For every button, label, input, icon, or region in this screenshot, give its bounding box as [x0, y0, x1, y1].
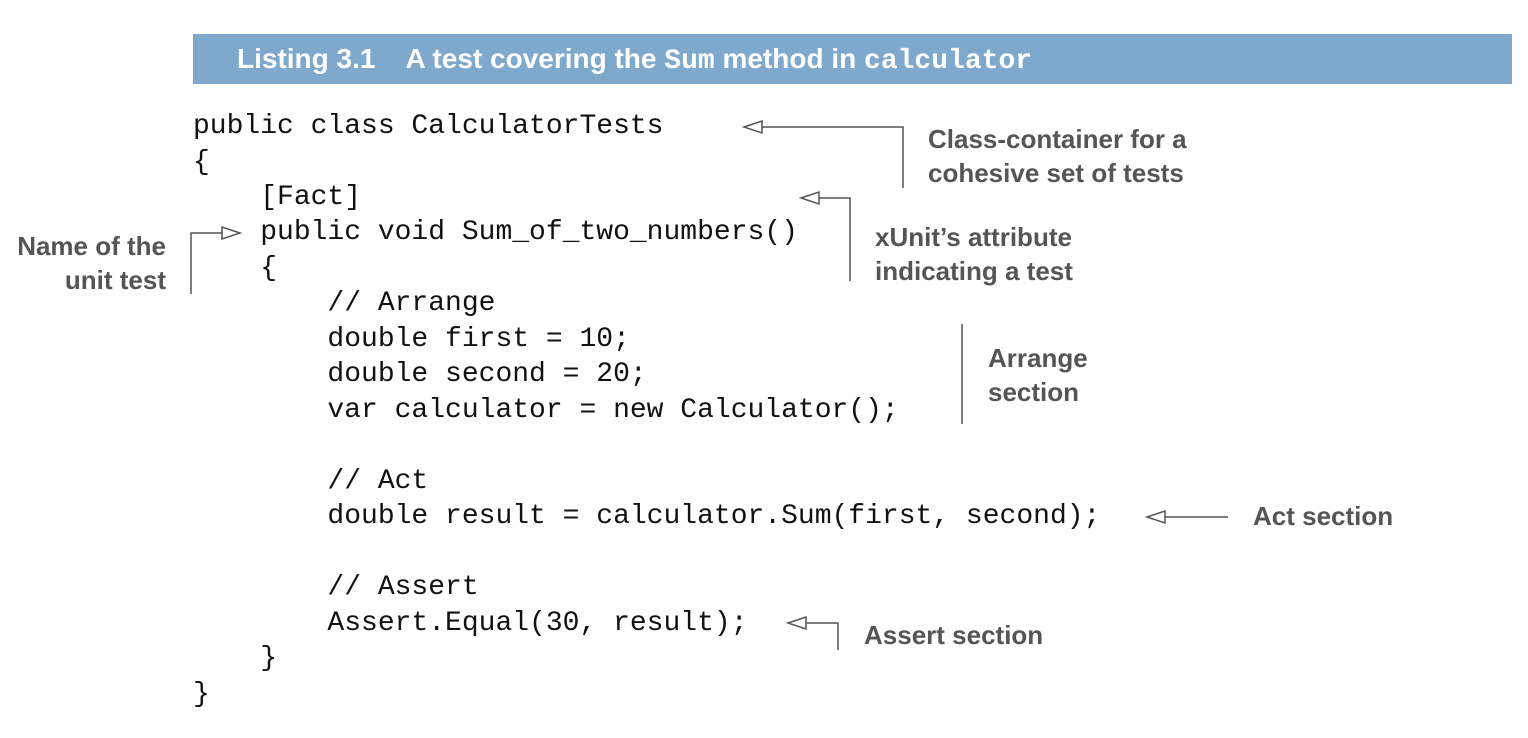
arrow-head-icon	[1144, 509, 1166, 525]
code-line: public class CalculatorTests	[193, 111, 664, 142]
code-line: // Act	[193, 466, 429, 497]
annotation-line: unit test	[64, 265, 166, 295]
annotation-act: Act section	[1253, 501, 1394, 531]
code-line: {	[193, 253, 278, 284]
xunit-leader	[819, 197, 851, 281]
arrow-head-icon	[798, 190, 820, 206]
code-line: double first = 10;	[193, 324, 630, 355]
assert-leader	[806, 622, 839, 650]
code-line: }	[193, 679, 210, 710]
annotation-line: xUnit’s attribute	[875, 222, 1072, 252]
code-line: [Fact]	[193, 182, 362, 213]
arrow-head-icon	[221, 225, 243, 241]
annotation-xunit-attribute: xUnit’s attribute indicating a test	[875, 220, 1073, 288]
annotation-assert: Assert section	[864, 620, 1044, 650]
code-line: {	[193, 147, 210, 178]
code-line: }	[193, 643, 278, 674]
annotation-line: cohesive set of tests	[928, 158, 1184, 188]
listing-banner: Listing 3.1 A test covering the Sum metho…	[193, 34, 1512, 84]
class-container-leader	[762, 126, 904, 188]
annotation-line: Name of the	[17, 231, 166, 261]
annotation-line: indicating a test	[875, 256, 1073, 286]
arrow-head-icon	[741, 119, 763, 135]
code-line: var calculator = new Calculator();	[193, 395, 899, 426]
listing-title-middle: method in	[714, 43, 865, 74]
code-line: public void Sum_of_two_numbers()	[193, 217, 798, 248]
listing-title-code-calculator: calculator	[864, 46, 1033, 77]
listing-title-code-sum: Sum	[664, 46, 715, 77]
test-name-leader	[190, 232, 222, 294]
annotation-arrange: Arrange section	[988, 341, 1088, 409]
annotation-line: Class-container for a	[928, 124, 1187, 154]
listing-label: Listing 3.1	[237, 43, 376, 74]
code-line: // Arrange	[193, 288, 496, 319]
annotation-line: Arrange	[988, 343, 1088, 373]
arrow-head-icon	[785, 615, 807, 631]
annotation-class-container: Class-container for a cohesive set of te…	[928, 122, 1187, 190]
annotation-test-name: Name of the unit test	[8, 229, 166, 297]
code-line: Assert.Equal(30, result);	[193, 608, 748, 639]
annotation-line: section	[988, 377, 1080, 407]
code-line: double result = calculator.Sum(first, se…	[193, 501, 1101, 532]
listing-caption: Listing 3.1 A test covering the Sum metho…	[237, 34, 1032, 84]
listing-title-prefix: A test covering the	[405, 43, 665, 74]
code-line: double second = 20;	[193, 359, 647, 390]
code-block: public class CalculatorTests { [Fact] pu…	[193, 0, 1100, 710]
code-line: // Assert	[193, 572, 479, 603]
